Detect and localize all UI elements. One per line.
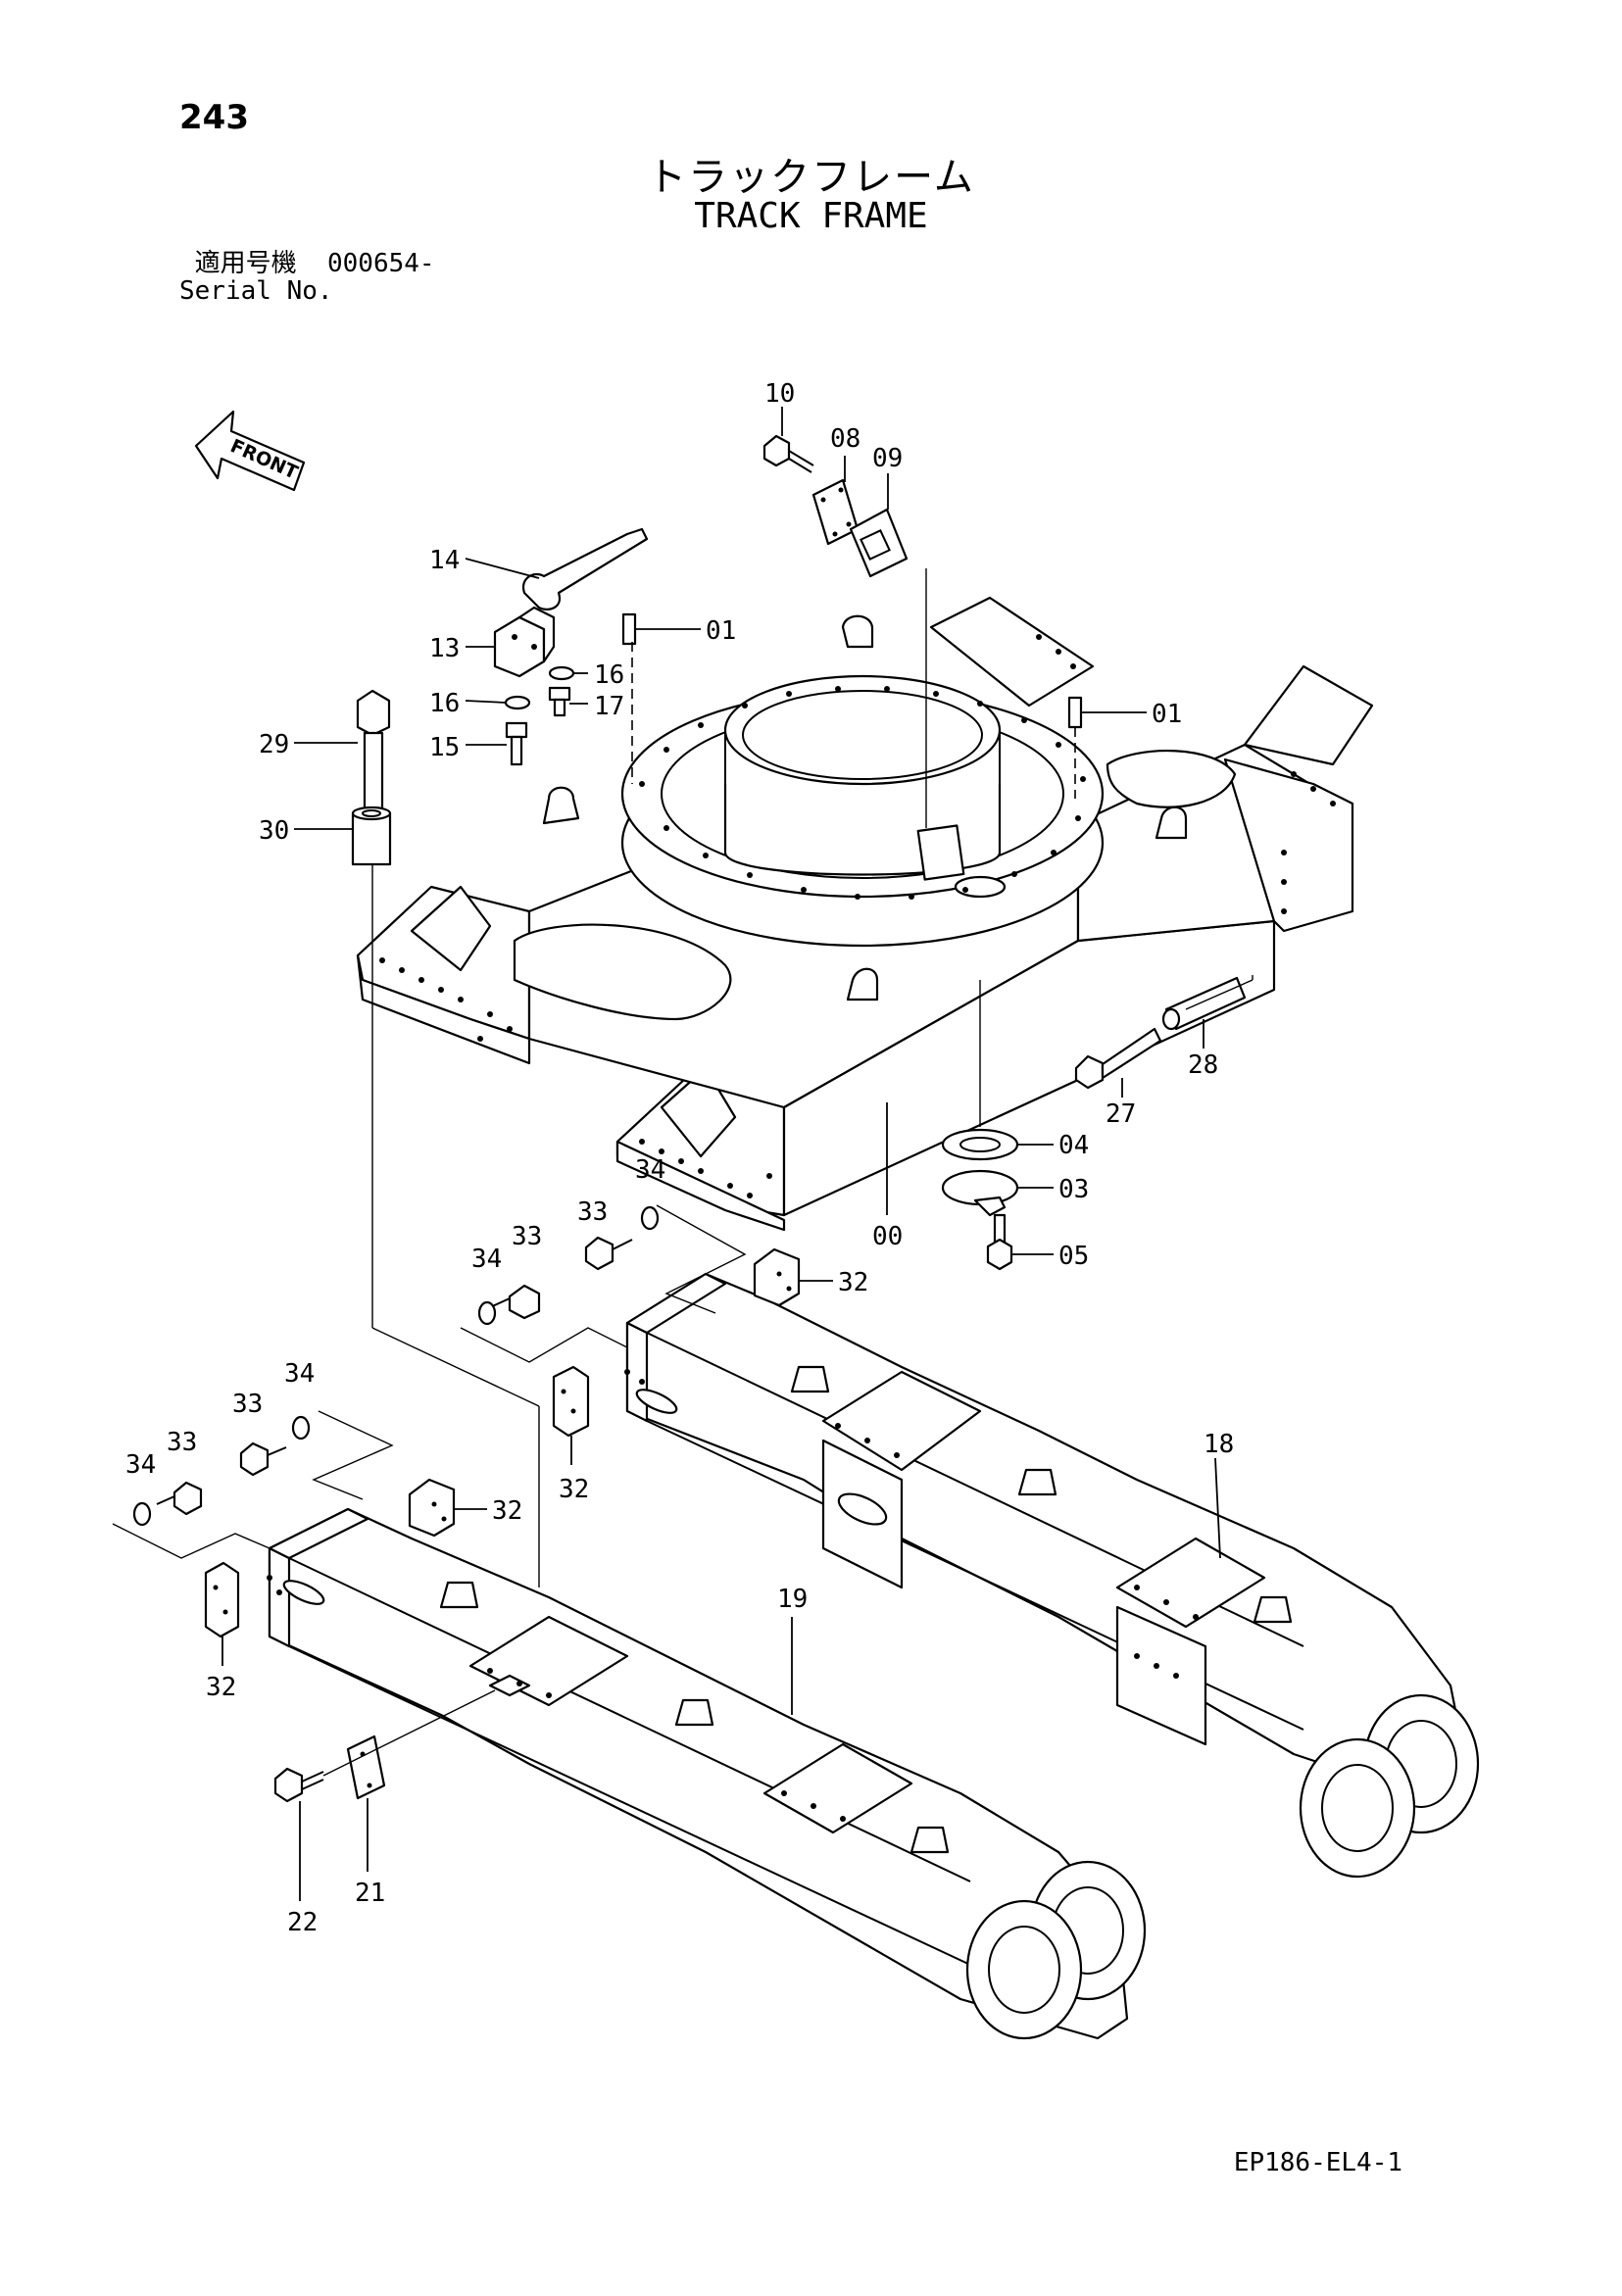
callout-32c: 32 [492,1496,522,1526]
plate-part-08 [811,478,860,546]
callout-28: 28 [1188,1050,1218,1080]
bracket-part-32c [408,1478,456,1538]
washer-part-16a [504,695,531,710]
ring-bolt-holes [639,686,1086,900]
front-arrow-icon: FRONT [194,410,306,492]
serial-row: 適用号機 000654- [179,250,435,277]
side-frame-right-part-18 [624,1272,1480,1879]
callout-34d: 34 [125,1450,156,1480]
washer-part-16b [548,665,575,681]
callout-32d: 32 [206,1673,236,1702]
callout-33a: 33 [577,1197,608,1227]
callout-09: 09 [872,444,903,473]
callout-labels: 10 08 09 14 13 16 15 16 17 01 01 29 30 2… [125,379,1234,1937]
bracket-part-32d [204,1561,240,1638]
pin-part-01b [1067,696,1083,729]
callout-33d: 33 [167,1428,197,1457]
callout-03: 03 [1058,1175,1089,1204]
washer-part-34b [477,1300,497,1326]
serial-label-japanese: 適用号機 [194,249,297,278]
callout-05: 05 [1058,1242,1089,1271]
bolt-part-10 [762,434,814,473]
serial-block: 適用号機 000654- Serial No. [179,250,435,305]
callout-14: 14 [429,546,460,575]
cover-part-21 [346,1734,386,1800]
callout-27: 27 [1106,1099,1136,1129]
bracket-part-13 [493,606,556,678]
pin-part-28 [1161,976,1247,1031]
callout-10: 10 [764,379,795,409]
callout-01a: 01 [706,616,736,646]
bolt-part-27 [1074,1027,1162,1090]
center-frame-part [356,596,1374,1232]
callout-33c: 33 [232,1390,263,1419]
callout-04: 04 [1058,1131,1089,1160]
callout-30: 30 [259,816,289,846]
leader-lines [221,407,1221,1901]
callout-32a: 32 [838,1268,868,1297]
callout-01b: 01 [1152,700,1182,729]
callout-21: 21 [355,1879,385,1908]
bolt-part-29 [356,689,391,833]
collar-part-30 [351,806,392,866]
bolt-part-15 [505,721,528,766]
callout-17: 17 [594,692,624,721]
bolt-part-33c [239,1441,287,1477]
bolt-part-33a [584,1236,633,1271]
wrench-part-14 [521,527,649,611]
document-code: EP186-EL4-1 [1233,2148,1402,2177]
callout-08: 08 [830,424,860,454]
callout-15: 15 [429,733,460,762]
bolt-part-17 [548,686,571,717]
callout-18: 18 [1204,1430,1234,1459]
callout-19: 19 [777,1585,808,1614]
callout-29: 29 [259,730,289,759]
plate-part-09 [849,508,909,578]
bolt-part-05 [986,1213,1013,1271]
bracket-part-32a [753,1247,801,1307]
arm-bolt-holes [379,634,1336,1198]
callout-00: 00 [872,1222,903,1251]
serial-label: Serial No. [179,276,333,306]
callout-34b: 34 [471,1245,502,1274]
washer-part-34d [132,1501,152,1527]
bolt-part-33b [487,1284,541,1320]
gasket-part-04 [941,1128,1019,1161]
page-number: 243 [179,98,249,137]
side-frame-left-part-19 [267,1507,1147,2040]
callout-22: 22 [287,1908,318,1937]
callout-34a: 34 [635,1155,665,1185]
callout-13: 13 [429,634,460,663]
bolt-part-33d [156,1481,203,1516]
callout-34c: 34 [284,1359,315,1389]
callout-33b: 33 [512,1222,542,1251]
page-title: TRACK FRAME [694,196,928,236]
callout-16a: 16 [429,689,460,718]
callout-32b: 32 [559,1475,589,1504]
washer-part-34a [640,1205,660,1231]
assembly-lines [112,568,1253,1777]
bracket-part-32b [552,1365,590,1438]
pin-part-01a [621,612,637,646]
washer-part-34c [291,1415,311,1441]
bolt-part-22 [273,1767,324,1803]
cover-part-03 [941,1169,1019,1217]
callout-16b: 16 [594,660,624,690]
serial-number: 000654- [326,249,435,278]
page-title-japanese: トラックフレーム [647,155,975,200]
